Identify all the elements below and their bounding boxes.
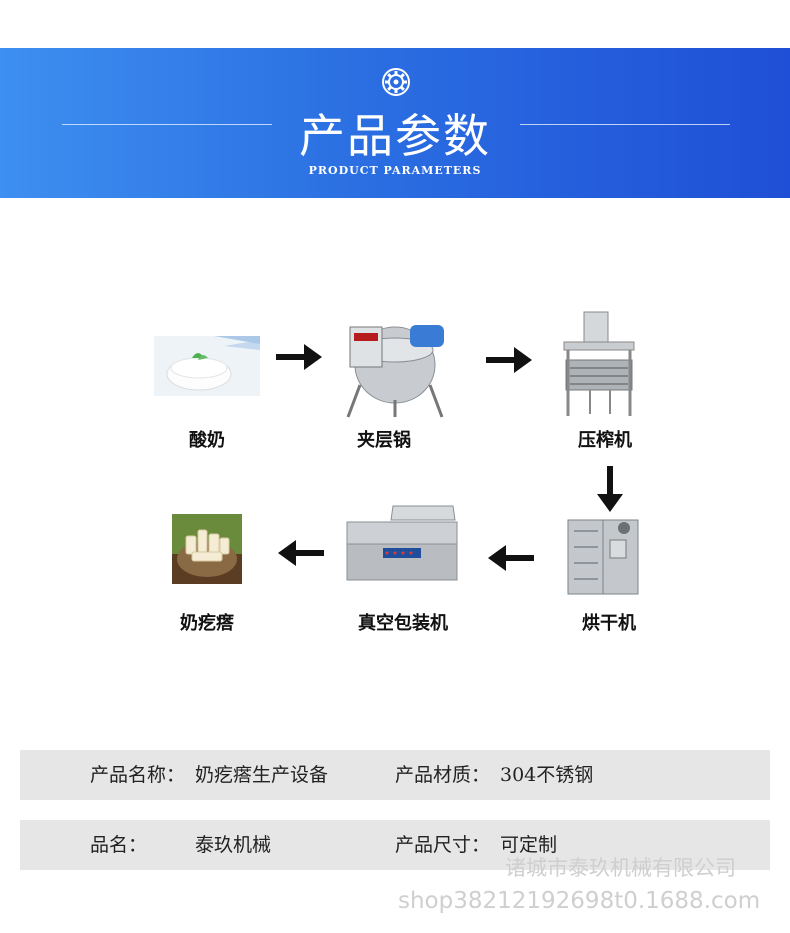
arrow-right-icon <box>486 347 532 373</box>
step-label-dryer: 烘干机 <box>582 613 636 634</box>
watermark-company: 诸城市泰玖机械有限公司 <box>505 856 736 880</box>
step-label-milk-curd: 奶疙瘩 <box>180 613 234 634</box>
page-subtitle: PRODUCT PARAMETERS <box>308 164 482 177</box>
header-rule-left <box>62 124 272 125</box>
press-machine-image <box>563 311 635 416</box>
spec-key-size: 产品尺寸： <box>395 834 491 856</box>
spec-value-brand: 泰玖机械 <box>195 834 272 856</box>
spec-key-brand: 品名： <box>90 834 148 856</box>
spec-key-product-name: 产品名称： <box>90 764 186 786</box>
arrow-down-icon <box>597 466 623 512</box>
step-label-yogurt: 酸奶 <box>189 430 225 451</box>
arrow-left-icon <box>278 540 324 566</box>
spec-row: 产品名称： 奶疙瘩生产设备 产品材质： 304不锈钢 <box>20 750 770 800</box>
spec-key-material: 产品材质： <box>395 764 491 786</box>
arrow-left-icon <box>488 545 534 571</box>
step-label-kettle: 夹层锅 <box>357 430 411 451</box>
watermark-url: shop382121926​98t0.1688.com <box>398 888 761 914</box>
drying-oven-image <box>567 519 639 595</box>
vacuum-packer-image <box>346 505 458 581</box>
header-banner: 产品参数 PRODUCT PARAMETERS <box>0 48 790 198</box>
header-rule-right <box>520 124 730 125</box>
jacketed-kettle-image <box>346 325 444 418</box>
step-label-packer: 真空包装机 <box>358 613 448 634</box>
gear-icon <box>382 68 410 96</box>
arrow-right-icon <box>276 344 322 370</box>
step-label-press: 压榨机 <box>578 430 632 451</box>
spec-row: 品名： 泰玖机械 产品尺寸： 可定制 <box>20 820 770 870</box>
spec-value-product-name: 奶疙瘩生产设备 <box>195 764 329 786</box>
spec-value-size: 可定制 <box>500 834 558 856</box>
page-title: 产品参数 <box>299 109 491 163</box>
milk-curd-image <box>172 514 242 584</box>
yogurt-image <box>154 336 260 396</box>
spec-value-material: 304不锈钢 <box>500 764 594 786</box>
